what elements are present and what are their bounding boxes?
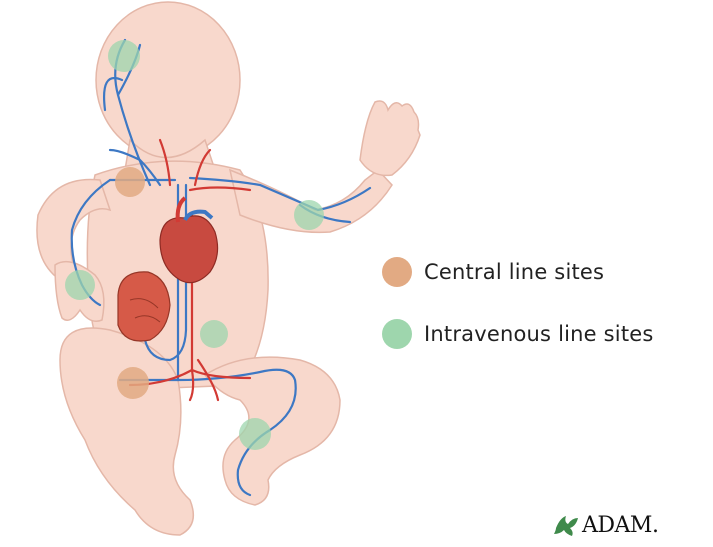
central-site-neck (115, 167, 145, 197)
legend: Central line sites Intravenous line site… (382, 252, 654, 376)
left-hand (360, 101, 420, 175)
iv-site-scalp (108, 40, 140, 72)
adam-logo: ADAM. (552, 512, 658, 538)
legend-item-central: Central line sites (382, 252, 654, 292)
central-site-groin (117, 367, 149, 399)
left-leg (205, 357, 340, 505)
legend-label-intravenous: Intravenous line sites (424, 322, 654, 346)
logo-text: ADAM. (582, 513, 658, 538)
legend-item-intravenous: Intravenous line sites (382, 314, 654, 354)
legend-label-central: Central line sites (424, 260, 604, 284)
iv-site-right-hand (65, 270, 95, 300)
iv-site-left-arm (294, 200, 324, 230)
leaf-icon (552, 512, 580, 538)
intravenous-line-swatch (382, 319, 412, 349)
infant-body (37, 2, 420, 535)
iv-site-left-leg (239, 418, 271, 450)
central-line-swatch (382, 257, 412, 287)
iv-site-umbilicus (200, 320, 228, 348)
head (96, 2, 240, 158)
